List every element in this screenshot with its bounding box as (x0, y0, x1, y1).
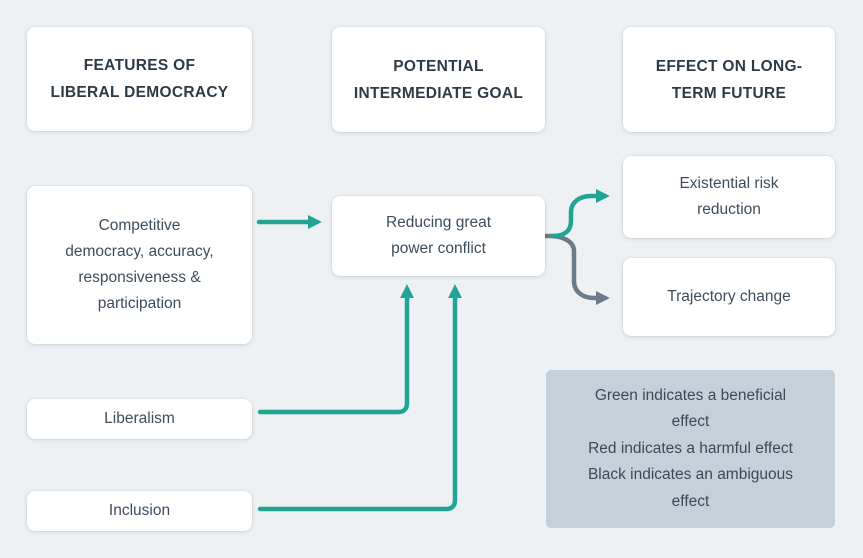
column-header-features: FEATURES OF LIBERAL DEMOCRACY (27, 27, 252, 131)
legend-line-beneficial: Green indicates a beneficial effect (594, 386, 787, 431)
node-competitive-democracy: Competitive democracy, accuracy, respons… (27, 186, 252, 344)
node-existential-risk-reduction: Existential risk reduction (623, 156, 835, 238)
node-trajectory-change: Trajectory change (623, 258, 835, 336)
column-header-long-term-future: EFFECT ON LONG- TERM FUTURE (623, 27, 835, 132)
legend-line-ambiguous: Black indicates an ambiguous effect (587, 466, 794, 510)
edge-reducing-to-trajectory-change (542, 233, 610, 305)
node-reducing-great-power-conflict: Reducing great power conflict (332, 196, 545, 276)
legend-box: Green indicates a beneficial effect Red … (546, 370, 835, 528)
node-liberalism: Liberalism (27, 399, 252, 439)
node-inclusion: Inclusion (27, 491, 252, 531)
edge-liberalism-to-reducing (257, 284, 414, 415)
edge-inclusion-to-reducing (257, 284, 462, 512)
legend-line-harmful: Red indicates a harmful effect (588, 439, 793, 457)
column-header-intermediate-goal: POTENTIAL INTERMEDIATE GOAL (332, 27, 545, 132)
edge-reducing-to-existential-risk (550, 189, 610, 239)
